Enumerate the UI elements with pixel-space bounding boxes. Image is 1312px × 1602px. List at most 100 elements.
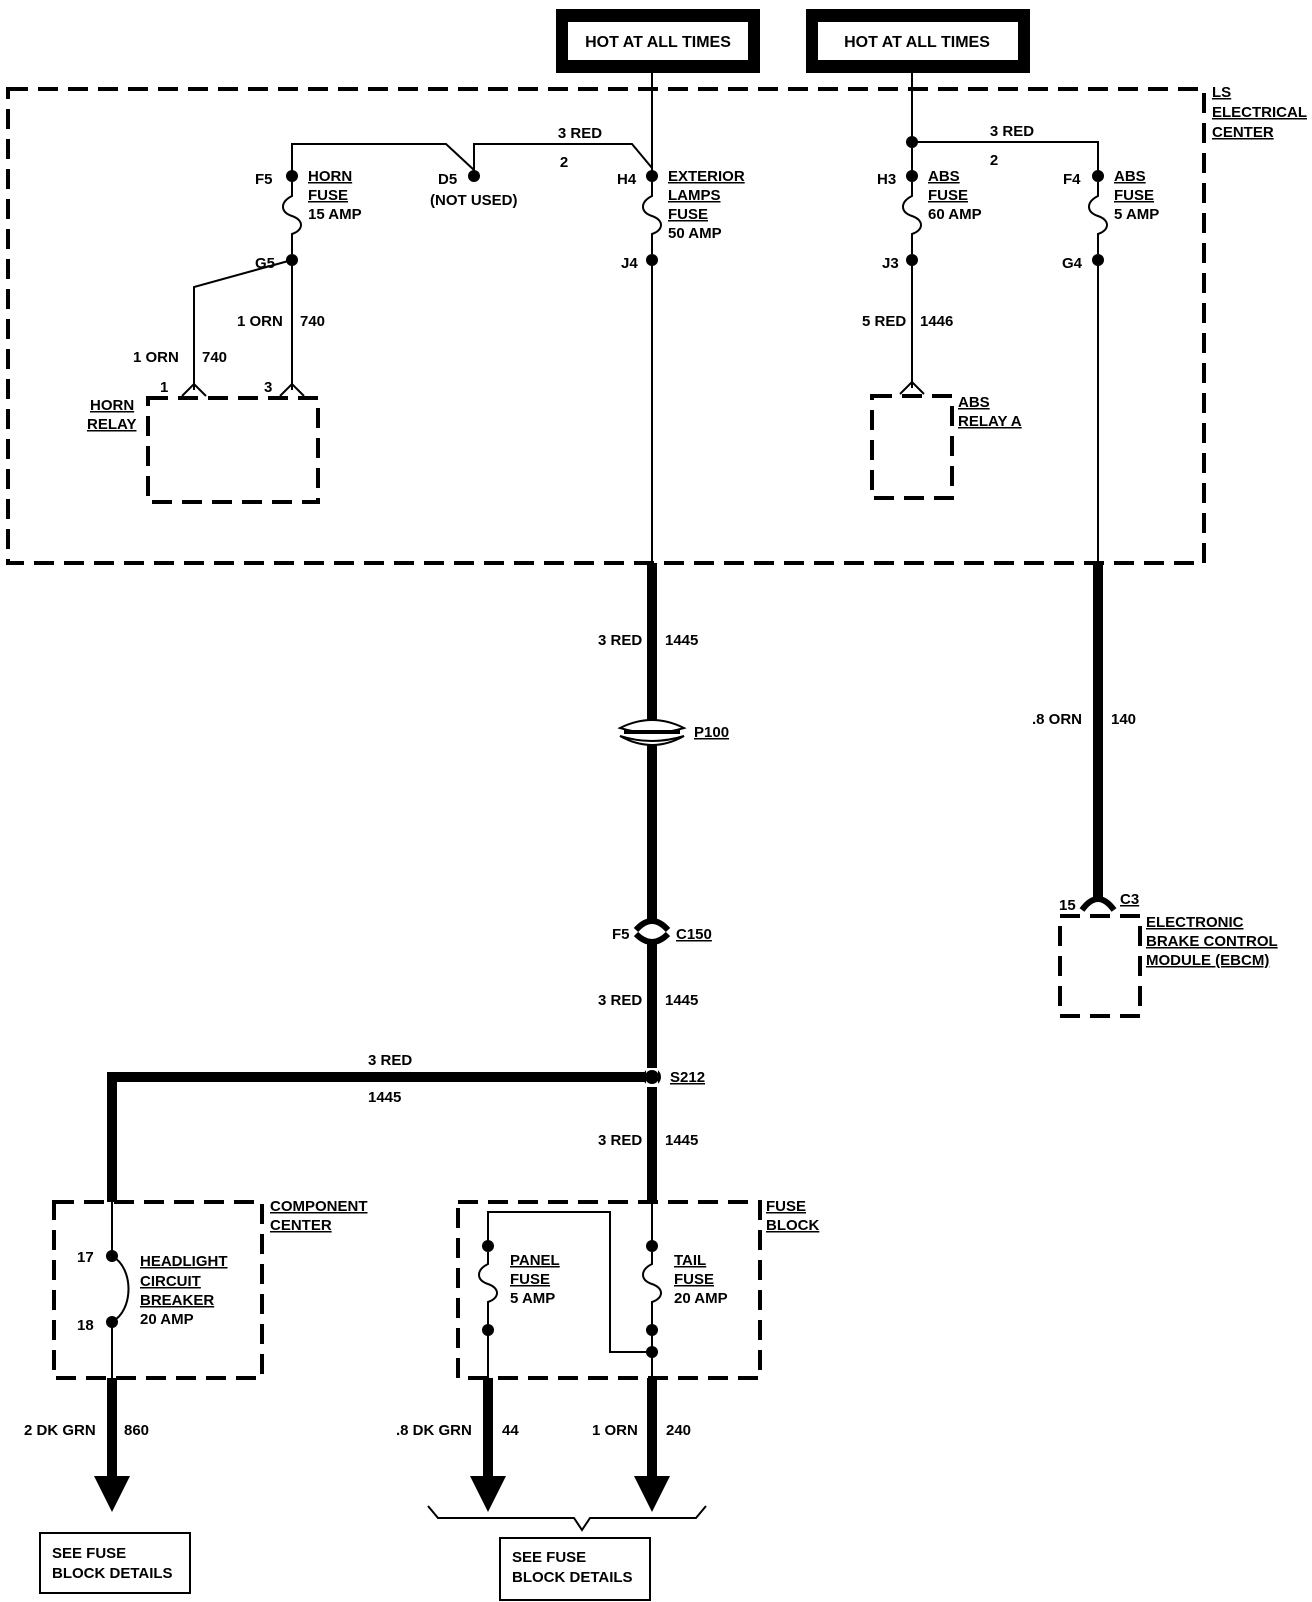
pin-h4-dot [646, 170, 658, 182]
top-right-bus-circuit: 2 [990, 152, 998, 169]
tail-out-circuit: 240 [666, 1422, 691, 1439]
ext-fuse-label-4: 50 AMP [668, 225, 722, 242]
horn-relay-pin1-connector [181, 382, 207, 397]
see-mid-line2: BLOCK DETAILS [512, 1569, 633, 1586]
tail-out-color: 1 ORN [592, 1422, 638, 1439]
branch-color: 3 RED [368, 1052, 412, 1069]
abs60-label-2: FUSE [928, 187, 968, 204]
tail-label-2: FUSE [674, 1271, 714, 1288]
main-w1-color: 3 RED [598, 632, 642, 649]
output-bracket [427, 1505, 707, 1532]
see-fuse-box-middle [499, 1537, 651, 1601]
tail-label-1: TAIL [674, 1252, 706, 1269]
c3-connector [1079, 896, 1117, 912]
horn-relay-box [146, 396, 320, 504]
ls-center-label-3: CENTER [1212, 124, 1274, 141]
top-right-bus-wire [912, 141, 1099, 176]
fuse-block-label-1: FUSE [766, 1198, 806, 1215]
main-w3-color: 3 RED [598, 1132, 642, 1149]
abs-relay-label-2: RELAY A [958, 413, 1022, 430]
breaker-label-4: 20 AMP [140, 1311, 194, 1328]
abs-5a-fuse-symbol [1088, 182, 1108, 254]
panel-label-2: FUSE [510, 1271, 550, 1288]
ebcm-label-1: ELECTRONIC [1146, 914, 1244, 931]
horn-relay-wire-1 [193, 259, 293, 390]
circuit-breaker-symbol [111, 1255, 130, 1323]
horn-wire3-color: 1 ORN [237, 313, 283, 330]
abs5-label-3: 5 AMP [1114, 206, 1159, 223]
main-w2-color: 3 RED [598, 992, 642, 1009]
abs5-label-1: ABS [1114, 168, 1146, 185]
pin-h3-dot [906, 170, 918, 182]
branch-thick-wire [107, 1072, 652, 1202]
component-center-box [52, 1200, 264, 1380]
breaker-out-color: 2 DK GRN [24, 1422, 96, 1439]
ebcm-box [1058, 914, 1142, 1018]
pin-f4-dot [1092, 170, 1104, 182]
horn-fuse-label-3: 15 AMP [308, 206, 362, 223]
horn-relay-pin1: 1 [160, 379, 168, 396]
power-label-right: HOT AT ALL TIMES [844, 34, 990, 51]
power-box-left: HOT AT ALL TIMES [556, 9, 760, 73]
horn-fuse-label-2: FUSE [308, 187, 348, 204]
ebcm-conn: C3 [1120, 891, 1139, 908]
main-w2-circuit: 1445 [665, 992, 698, 1009]
p100-label: P100 [694, 724, 729, 741]
panel-in-dot [482, 1240, 494, 1252]
abs5-pin-out: G4 [1062, 255, 1083, 272]
ebcm-wire-circuit: 140 [1111, 711, 1136, 728]
horn-relay-pin3: 3 [264, 379, 272, 396]
d5-note: (NOT USED) [430, 192, 518, 209]
top-left-bus-wire [473, 143, 653, 176]
ext-lamps-fuse-symbol [642, 182, 662, 254]
c150-label: C150 [676, 926, 712, 943]
fuse-block-label-2: BLOCK [766, 1217, 819, 1234]
abs60-pin-out: J3 [882, 255, 899, 272]
horn-fuse-label-1: HORN [308, 168, 352, 185]
horn-fuse-pin-in: F5 [255, 171, 273, 188]
horn-relay-label-2: RELAY [87, 416, 136, 433]
panel-feed-wire [487, 1211, 652, 1353]
panel-out-color: .8 DK GRN [396, 1422, 472, 1439]
p100-connector [617, 719, 687, 746]
main-w1-circuit: 1445 [665, 632, 698, 649]
horn-wire1-color: 1 ORN [133, 349, 179, 366]
abs60-label-3: 60 AMP [928, 206, 982, 223]
ext-fuse-label-2: LAMPS [668, 187, 721, 204]
ebcm-label-2: BRAKE CONTROL [1146, 933, 1278, 950]
pin-d5-dot [468, 170, 480, 182]
breaker-label-1: HEADLIGHT [140, 1253, 228, 1270]
see-fuse-box-left [39, 1532, 191, 1594]
c150-connector [633, 918, 671, 945]
top-right-bus-color: 3 RED [990, 123, 1034, 140]
ext-fuse-label-1: EXTERIOR [668, 168, 745, 185]
breaker-out-circuit: 860 [124, 1422, 149, 1439]
d5-pin: D5 [438, 171, 457, 188]
s212-label: S212 [670, 1069, 705, 1086]
ext-fuse-label-3: FUSE [668, 206, 708, 223]
abs60-pin-in: H3 [877, 171, 896, 188]
tail-label-3: 20 AMP [674, 1290, 728, 1307]
panel-out-circuit: 44 [502, 1422, 519, 1439]
abs60-label-1: ABS [928, 168, 960, 185]
horn-fuse-symbol [282, 182, 302, 254]
ebcm-pin: 15 [1059, 897, 1076, 914]
ebcm-label-3: MODULE (EBCM) [1146, 952, 1269, 969]
horn-wire3-circuit: 740 [300, 313, 325, 330]
ls-center-label-2: ELECTRICAL [1212, 104, 1307, 121]
ls-electrical-center-box [6, 87, 1206, 565]
horn-wire1-circuit: 740 [202, 349, 227, 366]
abs5-pin-in: F4 [1063, 171, 1081, 188]
panel-label-3: 5 AMP [510, 1290, 555, 1307]
main-w3-circuit: 1445 [665, 1132, 698, 1149]
component-center-label-2: CENTER [270, 1217, 332, 1234]
tail-fuse-symbol [642, 1252, 662, 1326]
abs-60a-fuse-symbol [902, 182, 922, 254]
horn-relay-label-1: HORN [90, 397, 134, 414]
pin-f5-dot [286, 170, 298, 182]
arrow-panel [470, 1476, 506, 1512]
s212-dot [645, 1070, 659, 1084]
abs-relay-wire-circuit: 1446 [920, 313, 953, 330]
arrow-tail [634, 1476, 670, 1512]
see-mid-line1: SEE FUSE [512, 1549, 586, 1566]
